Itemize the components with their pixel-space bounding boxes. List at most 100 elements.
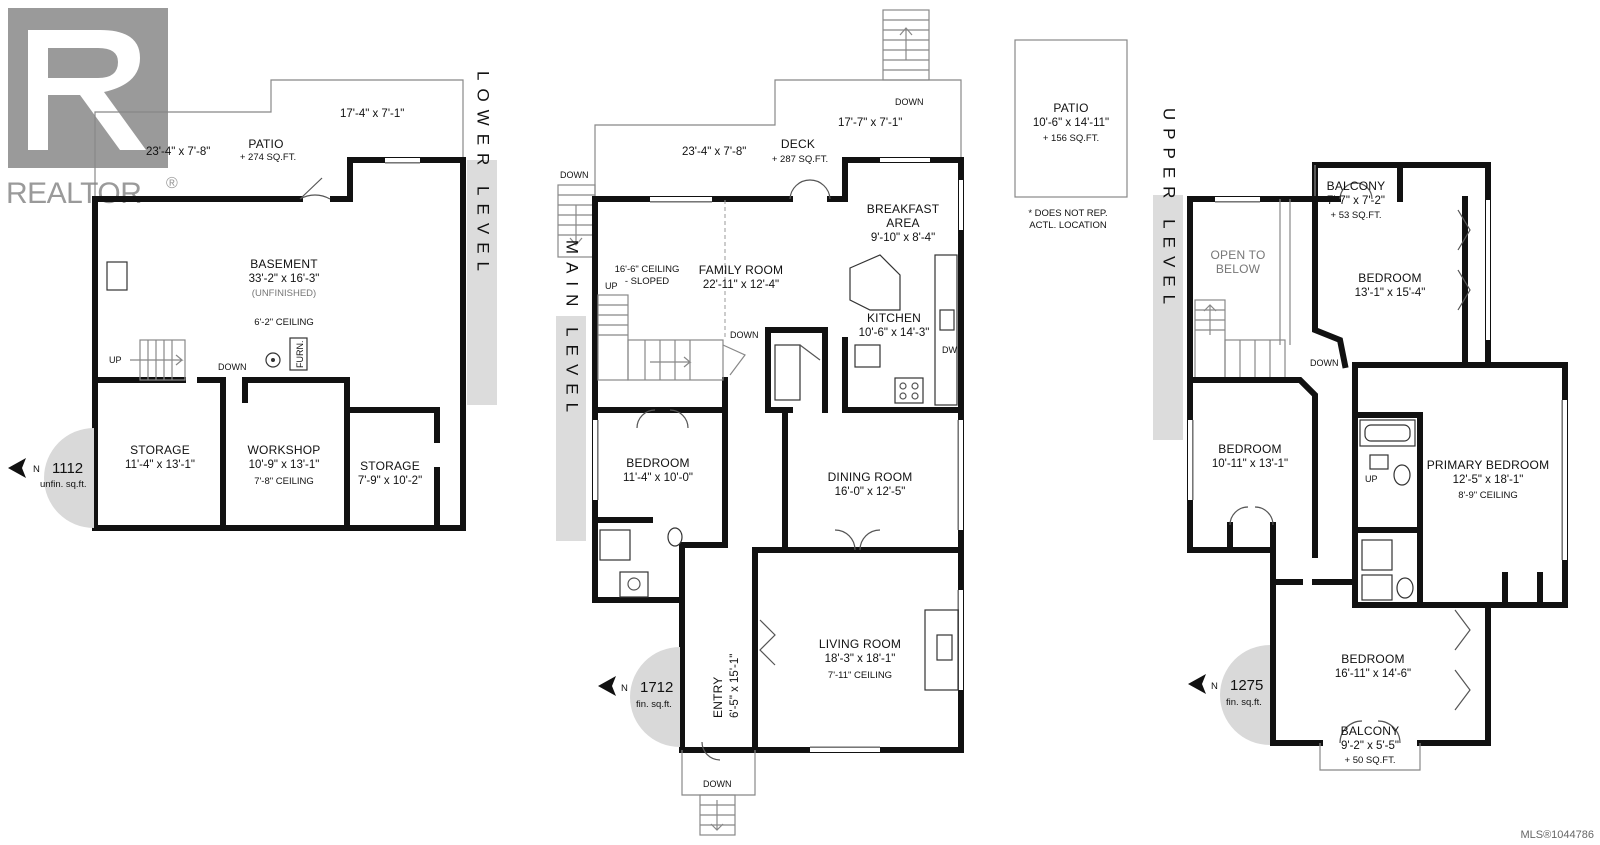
- dishwasher-label: DW: [942, 345, 957, 355]
- open-to-below-2: BELOW: [1216, 262, 1261, 276]
- workshop-name: WORKSHOP: [248, 443, 321, 457]
- main-area: 1712: [640, 679, 673, 696]
- upper-up-label: UP: [1365, 474, 1378, 484]
- balcony-top-sqft: + 53 SQ.FT.: [1331, 210, 1382, 221]
- main-down-stair: DOWN: [730, 330, 759, 340]
- furnace: [289, 337, 308, 371]
- breakfast-name2: AREA: [886, 216, 919, 230]
- entry-dim: 6'-5" x 15'-1": [729, 654, 741, 718]
- lower-north-compass: N 1112 unfin. sq.ft.: [8, 428, 94, 528]
- main-down-top: DOWN: [895, 97, 924, 107]
- workshop-ceiling: 7'-8" CEILING: [254, 476, 314, 487]
- basement-name: BASEMENT: [250, 257, 318, 271]
- upper-bedroom-ne-dim: 13'-1" x 15'-4": [1355, 287, 1426, 299]
- main-bedroom-name: BEDROOM: [626, 456, 689, 470]
- mls-number: MLS®1044786: [1520, 829, 1594, 841]
- main-area-unit: fin. sq.ft.: [636, 699, 672, 710]
- balcony-top-name: BALCONY: [1327, 179, 1386, 193]
- storage2-name: STORAGE: [360, 459, 420, 473]
- upper-bedroom-s-dim: 16'-11" x 14'-6": [1335, 668, 1411, 680]
- deck-sqft: + 287 SQ.FT.: [772, 154, 828, 165]
- upper-level-plan: BALCONY 7'-7" x 7'-2" + 53 SQ.FT. OPEN T…: [1153, 108, 1568, 771]
- dining-name: DINING ROOM: [828, 470, 913, 484]
- main-north-compass: N 1712 fin. sq.ft.: [598, 647, 680, 747]
- lower-level-label: LOWER LEVEL: [474, 71, 493, 279]
- north-arrow-icon: [598, 676, 616, 696]
- lower-down-label: DOWN: [218, 362, 247, 372]
- upper-north-compass: N 1275 fin. sq.ft.: [1188, 645, 1270, 745]
- family-dim: 22'-11" x 12'-4": [703, 279, 779, 291]
- lower-patio-name: PATIO: [248, 137, 283, 151]
- basement-ceiling: 6'-2" CEILING: [254, 317, 314, 328]
- realtor-logo-text: REALTOR: [6, 177, 141, 210]
- workshop-dim: 10'-9" x 13'-1": [249, 459, 320, 471]
- open-to-below-1: OPEN TO: [1211, 248, 1266, 262]
- realtor-logo-registered: ®: [166, 175, 178, 192]
- main-bedroom-dim: 11'-4" x 10'-0": [623, 472, 693, 484]
- main-top-stair: [883, 19, 929, 71]
- lower-patio-dim-left: 23'-4" x 7'-8": [146, 146, 210, 158]
- upper-level-label: UPPER LEVEL: [1160, 108, 1179, 312]
- family-ceiling1: 16'-6" CEILING: [615, 264, 680, 275]
- dining-dim: 16'-0" x 12'-5": [835, 486, 906, 498]
- main-up-label: UP: [605, 281, 618, 291]
- realtor-logo: REALTOR ®: [6, 8, 178, 210]
- basement-dim: 33'-2" x 16'-3": [249, 273, 320, 285]
- separate-patio: PATIO 10'-6" x 14'-11" + 156 SQ.FT. * DO…: [1014, 39, 1128, 231]
- storage2-dim: 7'-9" x 10'-2": [358, 475, 422, 487]
- lower-up-label: UP: [109, 355, 122, 365]
- lower-stair: [130, 339, 186, 381]
- main-left-stair: [558, 194, 595, 246]
- kitchen-name: KITCHEN: [867, 311, 921, 325]
- basement-note: (UNFINISHED): [252, 288, 316, 299]
- upper-level-bar: [1153, 195, 1183, 440]
- main-level-label: MAIN LEVEL: [563, 240, 582, 420]
- primary-bedroom-dim: 12'-5" x 18'-1": [1453, 474, 1524, 486]
- main-level-bar: [556, 316, 586, 541]
- north-arrow-icon: [1188, 674, 1206, 694]
- upper-area-unit: fin. sq.ft.: [1226, 697, 1262, 708]
- balcony-bot-sqft: + 50 SQ.FT.: [1345, 755, 1396, 766]
- upper-bedroom-w-name: BEDROOM: [1218, 442, 1281, 456]
- main-down-left: DOWN: [560, 170, 589, 180]
- sep-patio-sqft: + 156 SQ.FT.: [1043, 133, 1099, 144]
- main-down-bottom: DOWN: [703, 779, 732, 789]
- upper-down-label: DOWN: [1310, 358, 1339, 368]
- breakfast-dim: 9'-10" x 8'-4": [871, 232, 935, 244]
- upper-bedroom-w-dim: 10'-11" x 13'-1": [1212, 458, 1288, 470]
- sep-patio-note2: ACTL. LOCATION: [1029, 220, 1107, 231]
- living-dim: 18'-3" x 18'-1": [825, 653, 896, 665]
- lower-patio-dim-right: 17'-4" x 7'-1": [340, 108, 404, 120]
- primary-bedroom-name: PRIMARY BEDROOM: [1427, 458, 1550, 472]
- upper-bedroom-s-name: BEDROOM: [1341, 652, 1404, 666]
- lower-level-plan: FURN. PATIO + 274 SQ.FT. 23'-4" x 7'-8" …: [8, 71, 497, 531]
- storage1-name: STORAGE: [130, 443, 190, 457]
- svg-text:N: N: [33, 464, 40, 475]
- sep-patio-note1: * DOES NOT REP.: [1028, 208, 1107, 219]
- lower-patio-sqft: + 274 SQ.FT.: [240, 152, 296, 163]
- north-arrow-icon: [8, 458, 26, 478]
- balcony-top-dim: 7'-7" x 7'-2": [1327, 195, 1385, 207]
- sep-patio-dim: 10'-6" x 14'-11": [1033, 117, 1109, 129]
- living-name: LIVING ROOM: [819, 637, 901, 651]
- lower-area-unit: unfin. sq.ft.: [40, 479, 86, 490]
- balcony-bot-dim: 9'-2" x 5'-5": [1341, 740, 1399, 752]
- upper-stair: [1194, 299, 1286, 381]
- entry-name: ENTRY: [711, 677, 725, 718]
- family-name: FAMILY ROOM: [699, 263, 783, 277]
- kitchen-dim: 10'-6" x 14'-3": [859, 327, 930, 339]
- living-ceiling: 7'-11" CEILING: [828, 670, 892, 681]
- upper-bedroom-ne-name: BEDROOM: [1358, 271, 1421, 285]
- primary-bedroom-ceiling: 8'-9" CEILING: [1458, 490, 1518, 501]
- breakfast-name1: BREAKFAST: [867, 202, 940, 216]
- balcony-bot-name: BALCONY: [1341, 724, 1400, 738]
- svg-text:N: N: [621, 683, 628, 694]
- deck-name: DECK: [781, 137, 815, 151]
- deck-dim-right: 17'-7" x 7'-1": [838, 117, 902, 129]
- lower-area: 1112: [52, 460, 83, 477]
- furnace-label: FURN.: [295, 341, 305, 369]
- main-interior-stair: [597, 294, 746, 381]
- upper-area: 1275: [1230, 677, 1263, 694]
- storage1-dim: 11'-4" x 13'-1": [125, 459, 195, 471]
